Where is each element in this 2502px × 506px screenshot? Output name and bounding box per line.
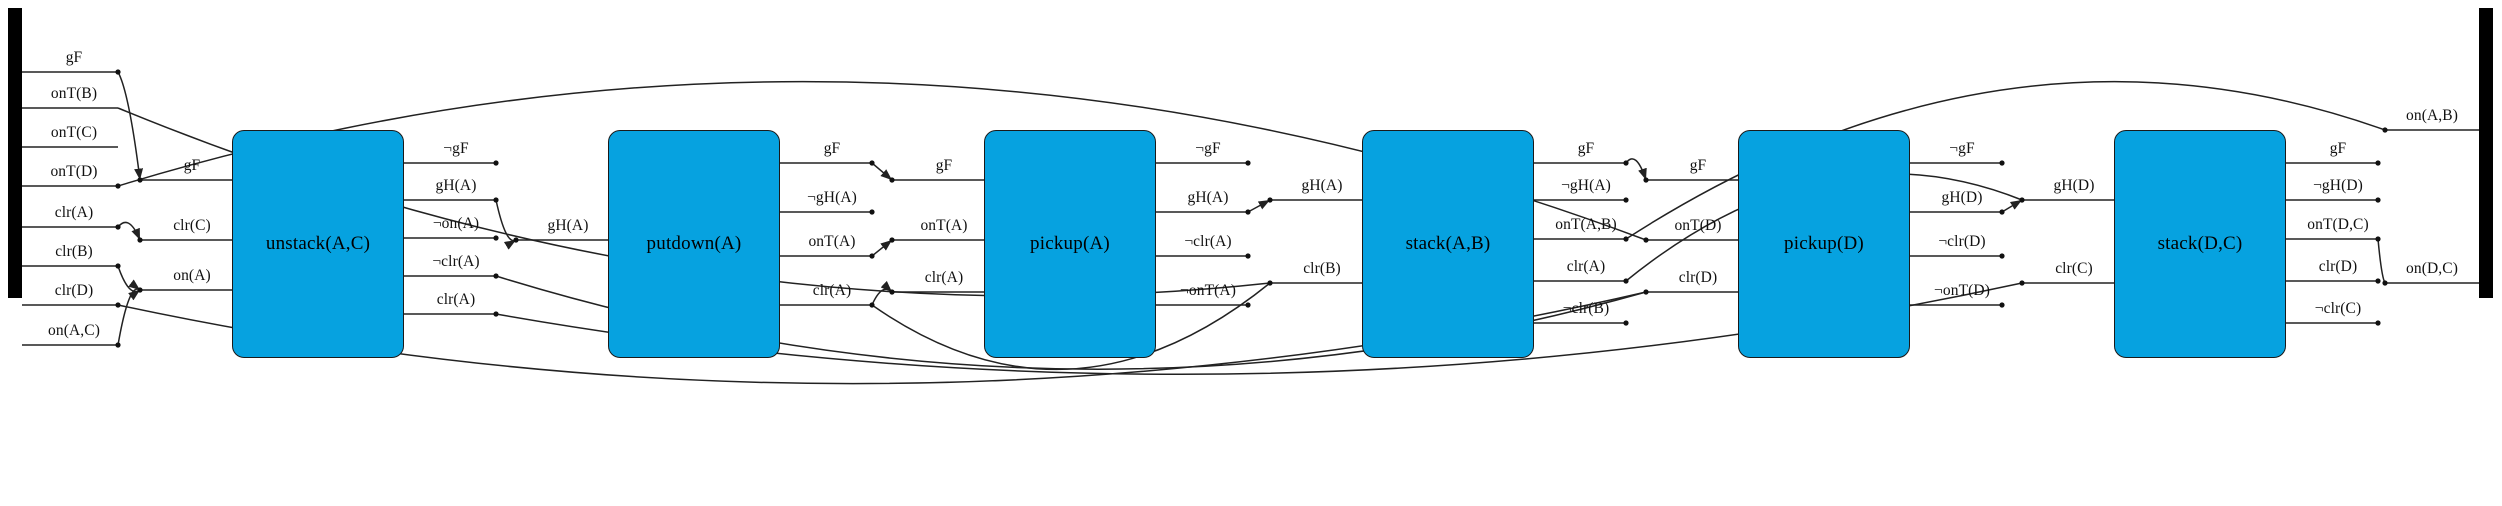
in-port-stack_ab-clr(B): clr(B) [1303,260,1341,277]
out-port-stack_dc-gF: gF [2329,140,2347,157]
action-node-label: unstack(A,C) [265,233,371,254]
out-port-stack_dc-clr(D): clr(D) [2318,258,2358,275]
in-port-pickup_d-onT(D): onT(D) [1674,217,1722,234]
action-node-label: pickup(A) [1030,233,1110,254]
out-port-stack_ab-clr(A): clr(A) [1566,258,1606,275]
out-port-stack_dc-onT(D,C): onT(D,C) [2307,216,2369,233]
action-node-putdown[interactable]: putdown(A) [608,130,780,358]
action-node-pickup_a[interactable]: pickup(A) [984,130,1156,358]
out-port-putdown-gF: gF [823,140,841,157]
init-literal-gF: gF [65,49,83,66]
action-node-label: putdown(A) [646,233,742,254]
out-port-pickup_d-gH(D): gH(D) [1941,189,1983,206]
action-node-label: stack(A,B) [1405,233,1491,254]
init-literal-clr(D): clr(D) [54,282,94,299]
in-port-stack_dc-clr(C): clr(C) [2055,260,2093,277]
in-port-pickup_a-gF: gF [935,157,953,174]
out-port-putdown-onT(A): onT(A) [808,233,856,250]
out-port-pickup_a-¬gF: ¬gF [1195,140,1221,157]
in-port-pickup_a-clr(A): clr(A) [924,269,964,286]
out-port-putdown-¬gH(A): ¬gH(A) [807,189,857,206]
out-port-pickup_d-¬onT(D): ¬onT(D) [1934,282,1990,299]
out-port-pickup_a-¬onT(A): ¬onT(A) [1180,282,1236,299]
out-port-pickup_a-gH(A): gH(A) [1187,189,1229,206]
action-node-stack_ab[interactable]: stack(A,B) [1362,130,1534,358]
init-literal-on(A,C): on(A,C) [48,322,100,339]
out-port-stack_ab-onT(A,B): onT(A,B) [1555,216,1617,233]
out-port-unstack-¬gF: ¬gF [443,140,469,157]
action-node-unstack[interactable]: unstack(A,C) [232,130,404,358]
out-port-putdown-clr(A): clr(A) [812,282,852,299]
init-literal-onT(D): onT(D) [50,163,98,180]
action-node-label: stack(D,C) [2157,233,2243,254]
in-port-pickup_a-onT(A): onT(A) [920,217,968,234]
in-port-pickup_d-clr(D): clr(D) [1678,269,1718,286]
out-port-stack_dc-¬gH(D): ¬gH(D) [2313,177,2363,194]
in-port-unstack-gF: gF [183,157,201,174]
init-literal-clr(A): clr(A) [54,204,94,221]
out-port-unstack-clr(A): clr(A) [436,291,476,308]
init-literal-onT(B): onT(B) [50,85,98,102]
out-port-stack_ab-¬clr(B): ¬clr(B) [1562,300,1610,317]
out-port-stack_ab-¬gH(A): ¬gH(A) [1561,177,1611,194]
out-port-stack_ab-gF: gF [1577,140,1595,157]
out-port-pickup_d-¬gF: ¬gF [1949,140,1975,157]
in-port-pickup_d-gF: gF [1689,157,1707,174]
out-port-stack_dc-¬clr(C): ¬clr(C) [2314,300,2362,317]
out-port-pickup_d-¬clr(D): ¬clr(D) [1938,233,1986,250]
action-node-label: pickup(D) [1784,233,1864,254]
init-literal-clr(B): clr(B) [55,243,93,260]
out-port-unstack-¬clr(A): ¬clr(A) [432,253,480,270]
goal-state-bar [2479,8,2493,298]
in-port-putdown-gH(A): gH(A) [547,217,589,234]
init-state-bar [8,8,22,298]
out-port-pickup_a-¬clr(A): ¬clr(A) [1184,233,1232,250]
action-node-pickup_d[interactable]: pickup(D) [1738,130,1910,358]
in-port-stack_dc-gH(D): gH(D) [2053,177,2095,194]
in-port-unstack-clr(C): clr(C) [173,217,211,234]
action-node-stack_dc[interactable]: stack(D,C) [2114,130,2286,358]
goal-literal-on(D,C): on(D,C) [2406,260,2458,277]
in-port-stack_ab-gH(A): gH(A) [1301,177,1343,194]
init-literal-onT(C): onT(C) [50,124,98,141]
out-port-unstack-¬on(A): ¬on(A) [432,215,480,232]
in-port-unstack-on(A): on(A) [173,267,211,284]
out-port-unstack-gH(A): gH(A) [435,177,477,194]
goal-literal-on(A,B): on(A,B) [2406,107,2458,124]
